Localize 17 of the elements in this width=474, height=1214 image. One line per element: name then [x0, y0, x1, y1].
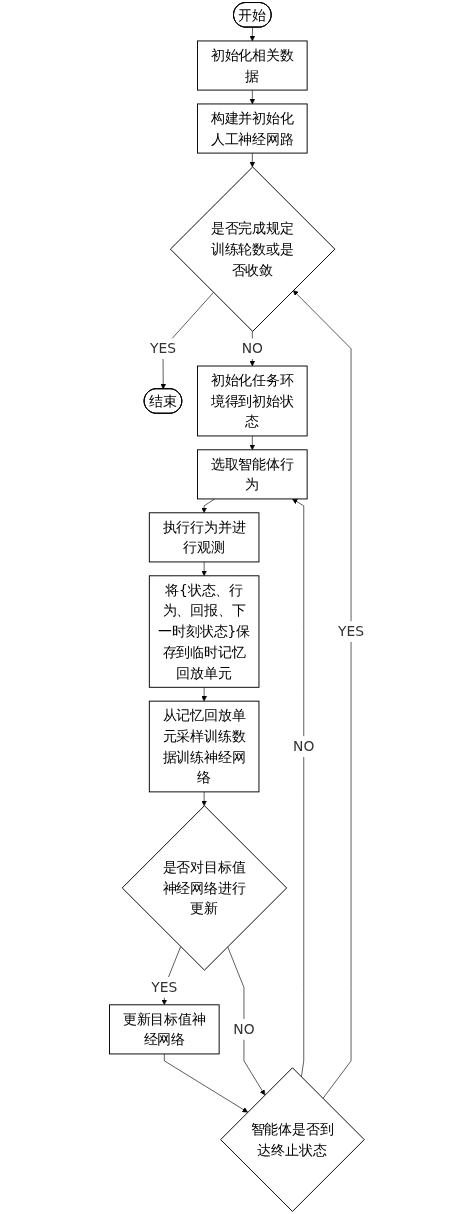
- node-diamond: 智能体是否到达终止状态: [220, 1067, 365, 1212]
- node-diamond: 是否对目标值神经网络进行更新: [121, 805, 288, 971]
- node-box: 构建并初始化人工神经网路: [197, 103, 308, 154]
- node-diamond: 是否完成规定训练轮数或是否收敛: [170, 166, 336, 332]
- edge-label: YES: [150, 340, 177, 357]
- node-box: 将{状态、行为、回报、下一时刻状态}保存到临时记忆回放单元: [148, 575, 260, 688]
- node-box: 初始化相关数据: [197, 40, 308, 91]
- node-box: 选取智能体行为: [197, 449, 308, 500]
- node-box: 更新目标值神经网络: [109, 1004, 220, 1055]
- edge-label: NO: [293, 738, 315, 755]
- node-box: 从记忆回放单元采样训练数据训练神经网络: [148, 700, 260, 793]
- edge-label: NO: [241, 340, 264, 357]
- node-box: 执行行为并进行观测: [148, 512, 260, 563]
- edge-label: YES: [338, 623, 365, 640]
- edge-label: NO: [233, 1021, 255, 1038]
- node-box: 初始化任务环境得到初始状态: [197, 365, 308, 437]
- edge-label: YES: [151, 979, 178, 996]
